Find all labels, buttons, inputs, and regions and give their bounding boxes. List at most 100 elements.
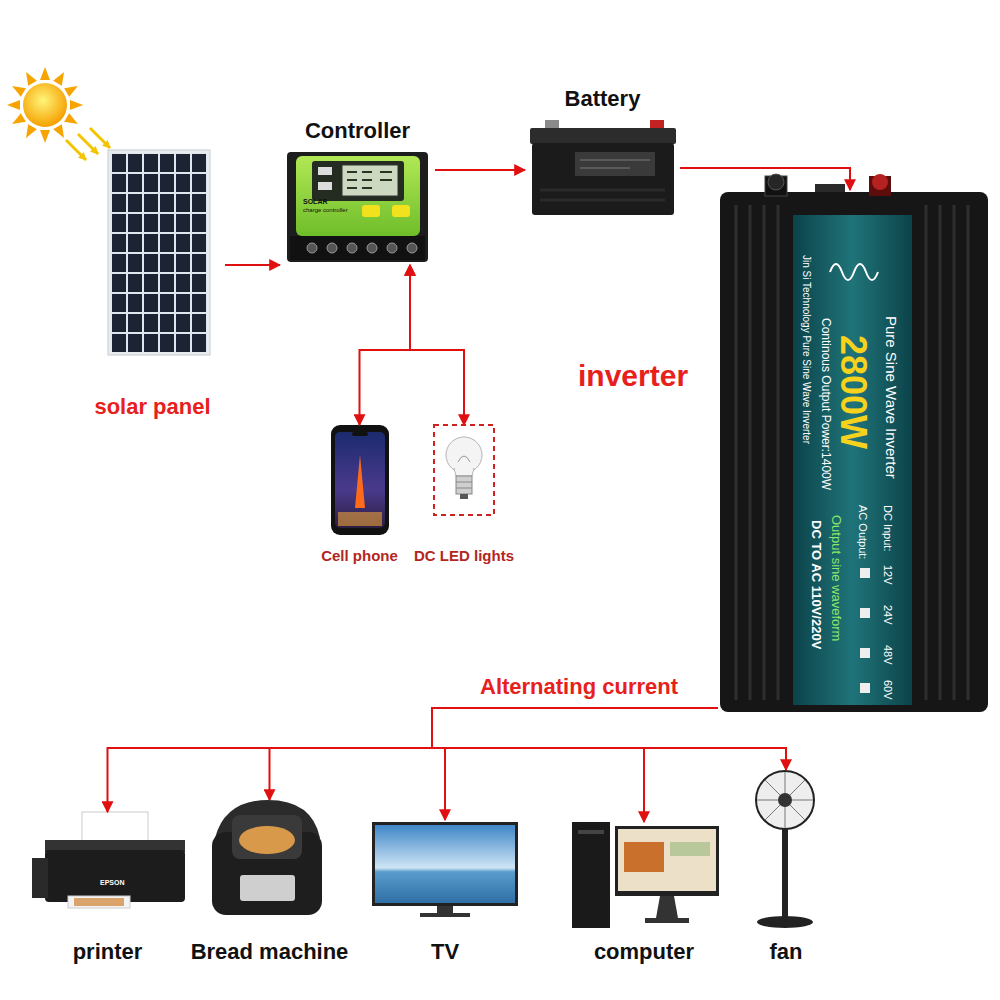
- tv-picture: [420, 913, 470, 917]
- ac-load-box: printer: [35, 812, 180, 965]
- cell-phone-picture: [331, 425, 389, 535]
- computer-picture: [618, 829, 716, 891]
- sun-icon: [53, 124, 68, 140]
- bread-machine-picture: [212, 800, 322, 915]
- inverter-picture: [860, 608, 870, 618]
- controller-picture: [347, 172, 392, 188]
- node-caption: solar panel: [94, 394, 210, 420]
- sun-icon: [22, 124, 37, 140]
- led-bulb-picture: [434, 425, 494, 515]
- controller-picture: [287, 152, 428, 262]
- device-marking: Continous Output Power:1400W: [818, 318, 832, 490]
- power-rating: 2800W: [833, 335, 874, 449]
- controller-picture: [342, 165, 398, 196]
- computer-picture: [670, 842, 710, 856]
- controller-picture: [407, 243, 417, 253]
- led-bulb-picture: [458, 456, 470, 462]
- node-caption: computer: [594, 939, 694, 965]
- controller-picture: [362, 205, 380, 217]
- device-marking: charge controller: [303, 207, 348, 214]
- dc-load-box: DC LED lights: [408, 425, 520, 565]
- ac-load-box: TV: [372, 820, 518, 965]
- printer-picture: [45, 850, 185, 902]
- node-heading: Battery: [565, 86, 641, 112]
- flow-arrow: [680, 168, 850, 190]
- controller-picture: [387, 243, 397, 253]
- component-box: Controller: [280, 118, 435, 265]
- battery-picture: [575, 152, 655, 176]
- printer-picture: [74, 898, 124, 906]
- printer-picture: [32, 858, 48, 898]
- sun-icon: [64, 82, 80, 97]
- device-marking: Output sine waveform: [828, 515, 843, 641]
- node-caption: fan: [770, 939, 803, 965]
- printer-picture: [32, 812, 185, 908]
- inverter-picture: [720, 174, 988, 712]
- flow-arrow: [360, 265, 411, 425]
- controller-picture: [318, 182, 332, 190]
- computer-picture: [615, 826, 719, 896]
- voltage-option: 48V: [881, 645, 894, 665]
- controller-picture: [367, 243, 377, 253]
- controller-picture: [327, 243, 337, 253]
- controller-picture: [347, 243, 357, 253]
- sun-icon: [7, 100, 20, 110]
- cell-phone-picture: [331, 425, 389, 535]
- controller-picture: [296, 156, 420, 236]
- tv-picture: [372, 822, 518, 906]
- node-caption: Bread machine: [191, 939, 349, 965]
- inverter-picture: [860, 683, 870, 693]
- fan-picture: [757, 772, 813, 828]
- inverter-picture: [768, 174, 784, 190]
- brand-mark: EPSON: [100, 879, 125, 887]
- computer-picture: [624, 842, 664, 872]
- inverter-picture: [793, 215, 912, 705]
- cell-phone-picture: [335, 432, 385, 528]
- controller-picture: [307, 243, 317, 253]
- controller-picture: [392, 205, 410, 217]
- led-bulb-picture: [456, 476, 472, 494]
- flow-label: Alternating current: [480, 674, 678, 699]
- tv-picture: [437, 906, 453, 914]
- tv-picture: [372, 822, 518, 917]
- battery-picture: [530, 128, 676, 144]
- cell-phone-picture: [352, 432, 368, 436]
- device-marking: SOLAR: [303, 198, 328, 206]
- fan-picture: [757, 916, 813, 928]
- device-marking: Jin Si Technology Pure Sine Wave Inverte…: [801, 255, 813, 444]
- controller-picture: [312, 161, 404, 201]
- voltage-option: 24V: [881, 605, 894, 625]
- computer-picture: [578, 830, 604, 834]
- node-caption: TV: [431, 939, 459, 965]
- inverter-picture: [860, 648, 870, 658]
- battery-picture: [532, 143, 674, 215]
- node-caption: printer: [73, 939, 143, 965]
- inverter-picture: [830, 264, 878, 280]
- device-marking: DC Input:: [881, 505, 894, 551]
- sun-icon: [40, 67, 50, 80]
- flow-arrow: [410, 265, 464, 425]
- computer-picture: [572, 822, 610, 928]
- sun-icon: [40, 130, 50, 143]
- component-box: inverter: [718, 190, 992, 715]
- ac-load-box: fan: [745, 770, 827, 965]
- inverter-picture: [872, 174, 888, 190]
- sun-icon: [70, 100, 83, 110]
- led-bulb-picture: [434, 425, 494, 515]
- fan-picture: [756, 771, 814, 829]
- printer-picture: [68, 896, 130, 908]
- sun-icon: [64, 113, 80, 128]
- node-caption: inverter: [578, 358, 688, 394]
- flow-arrow: [270, 708, 719, 800]
- led-bulb-picture: [454, 468, 474, 476]
- computer-picture: [572, 822, 719, 928]
- controller-picture: [287, 152, 428, 262]
- cell-phone-picture: [338, 512, 382, 526]
- controller-picture: [318, 167, 332, 175]
- sunlight-arrows: [66, 128, 110, 160]
- inverter-picture: [720, 192, 988, 712]
- fan-picture: [782, 828, 788, 918]
- device-marking: DC TO AC 110V/220V: [808, 520, 823, 649]
- bread-machine-picture: [232, 815, 302, 859]
